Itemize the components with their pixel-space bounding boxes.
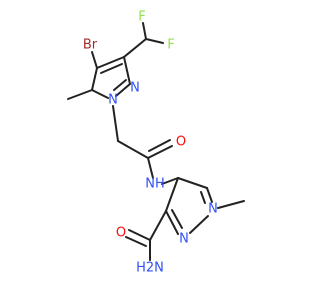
bond-chf2-f1 — [142, 22, 147, 40]
bond-c3a-chf2 — [123, 38, 147, 58]
bonds — [67, 22, 245, 261]
bond-c4a-br — [91, 51, 98, 69]
molecule-structure: Br F F N N O NH N N O H2N — [67, 10, 245, 276]
bond-amide-o-double — [125, 236, 147, 247]
atom-o-carboxamide: O — [116, 226, 126, 241]
atom-n-pyrazole-3: N — [208, 202, 218, 217]
bond-c5b-n1b-double — [200, 191, 206, 204]
bond-c4a-c3a-double — [100, 63, 123, 74]
bond-n1b-methyl — [217, 200, 245, 209]
bond-c5b-n1b — [206, 187, 213, 203]
bond-n2b-c3b-double — [171, 209, 183, 229]
atom-n-pyrazole-4: N — [179, 232, 189, 247]
bond-n1-ch2 — [112, 105, 119, 142]
bond-c4a-c3a — [96, 56, 125, 69]
bond-chf2-f2 — [145, 38, 164, 44]
bond-c3a-n2 — [123, 56, 131, 85]
bond-c3b-c4b — [165, 177, 179, 212]
bond-c3b-amide — [149, 210, 167, 241]
bond-carbonyl-o-double — [148, 139, 171, 152]
atom-nh-amide: NH — [145, 177, 165, 192]
bond-n2b-c3b — [165, 210, 179, 235]
bond-ch2-carbonyl — [117, 140, 149, 159]
atom-f2: F — [167, 38, 174, 53]
bond-n1b-n2b — [189, 215, 209, 234]
atom-n-pyrazole-1: N — [108, 93, 118, 108]
atom-o-carbonyl: O — [176, 135, 186, 150]
atom-n-pyrazole-2: N — [130, 81, 140, 96]
bond-n2-n1-double — [113, 79, 127, 91]
bond-amide-o — [128, 229, 151, 241]
bond-c5a-methyl — [67, 89, 93, 100]
atom-nh2-carboxamide: H2N — [136, 261, 164, 276]
bond-n2-n1 — [115, 83, 131, 97]
bond-n1-c5a — [91, 89, 109, 99]
bond-carbonyl-nh — [147, 157, 154, 179]
bond-carbonyl-o — [147, 145, 173, 159]
bond-nh-c4b — [161, 177, 179, 185]
atom-f1: F — [138, 10, 145, 25]
bond-c4b-c5b — [177, 177, 208, 189]
atom-br: Br — [83, 38, 98, 53]
atom-labels: Br F F N N O NH N N O H2N — [83, 10, 218, 276]
bond-c5a-c4a — [91, 67, 98, 91]
